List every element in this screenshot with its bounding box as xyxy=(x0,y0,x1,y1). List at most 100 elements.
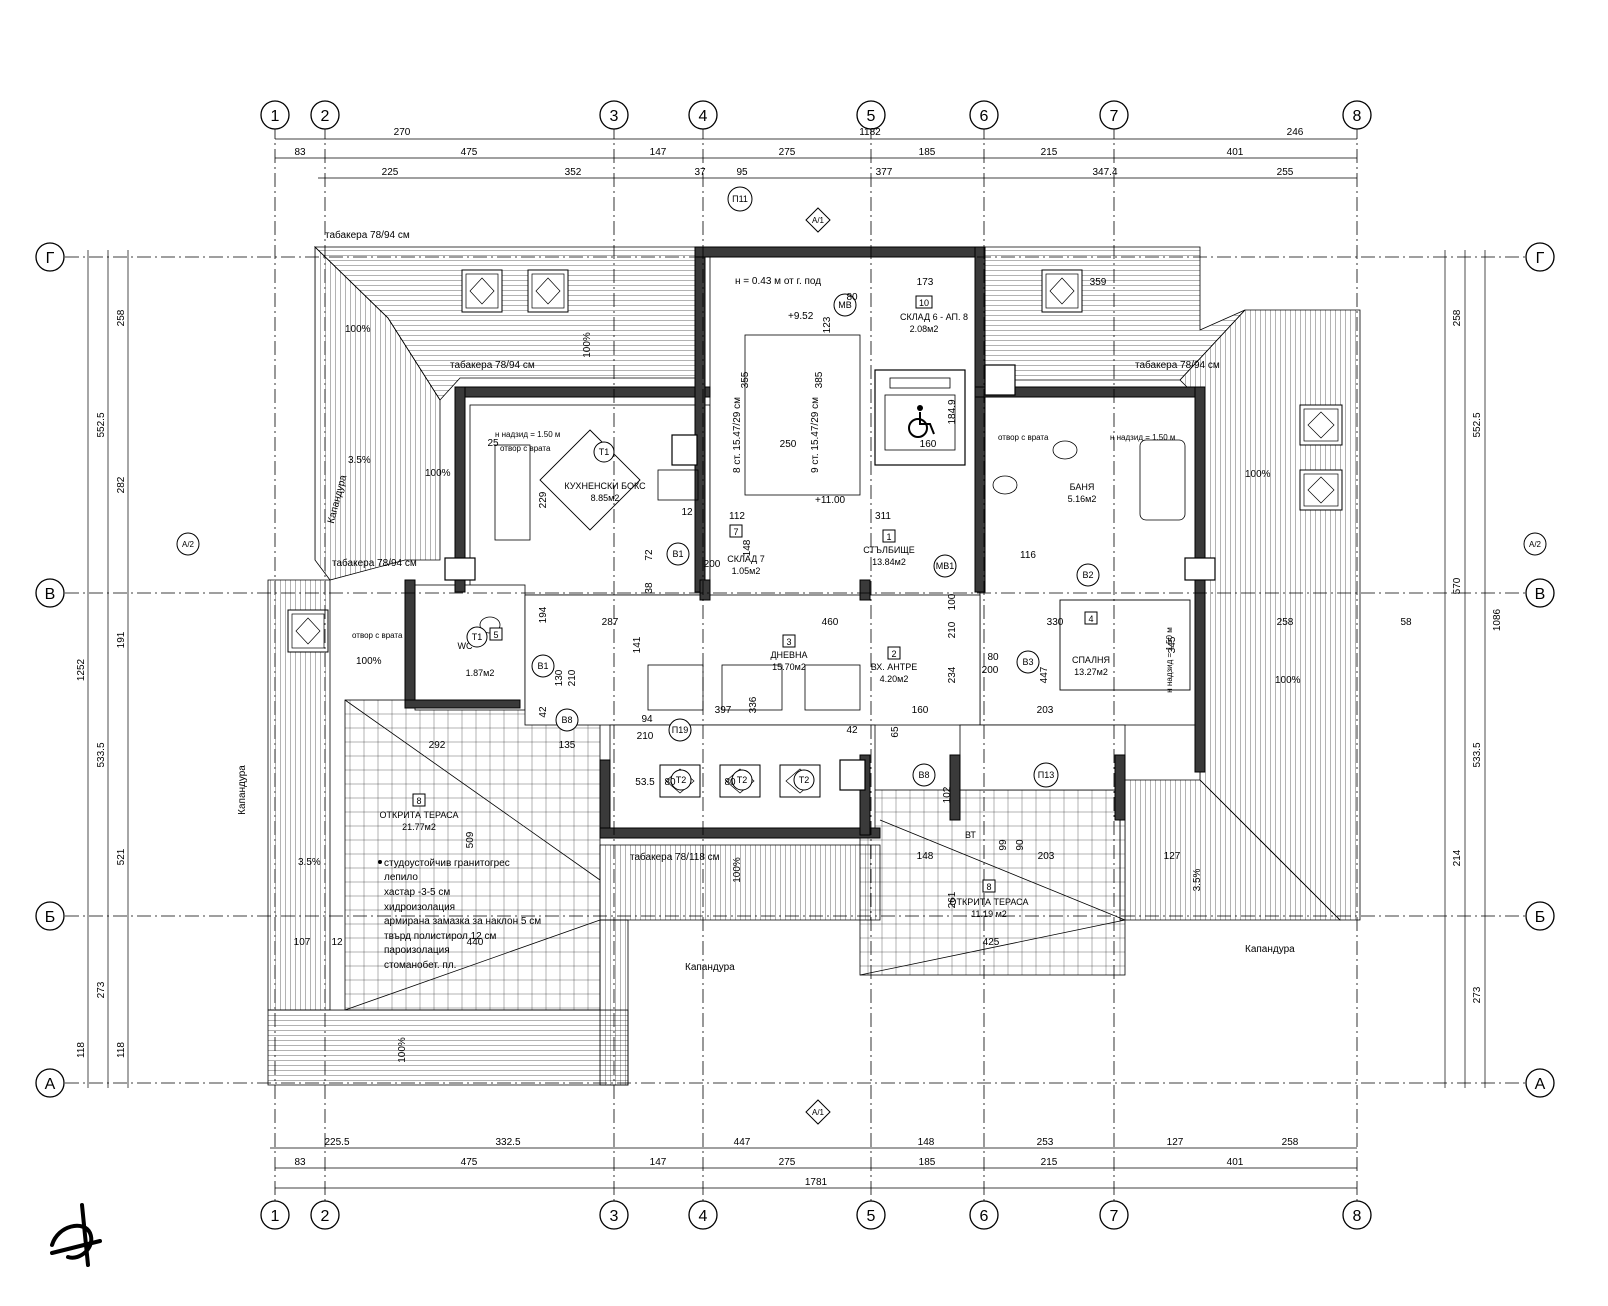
svg-text:3.5%: 3.5% xyxy=(348,455,371,466)
section-mark-left: A/2 xyxy=(176,532,200,556)
svg-text:185: 185 xyxy=(919,1157,936,1168)
svg-text:8.85м2: 8.85м2 xyxy=(591,493,620,503)
svg-text:1.05м2: 1.05м2 xyxy=(732,566,761,576)
tag: В8 xyxy=(555,708,579,732)
svg-text:72: 72 xyxy=(644,549,655,561)
svg-text:311: 311 xyxy=(875,511,891,522)
svg-text:275: 275 xyxy=(779,147,796,158)
svg-text:Т2: Т2 xyxy=(737,775,748,785)
svg-text:107: 107 xyxy=(294,937,311,948)
tag: В1 xyxy=(666,542,690,566)
svg-text:3: 3 xyxy=(610,108,619,125)
tag: В2 xyxy=(1076,563,1100,587)
svg-text:118: 118 xyxy=(76,1042,87,1058)
svg-text:215: 215 xyxy=(1041,147,1058,158)
axis-bubble-3-bottom: 3 xyxy=(599,1200,629,1230)
axis-bubble-A-right: А xyxy=(1525,1068,1555,1098)
svg-text:475: 475 xyxy=(461,1157,478,1168)
svg-text:3: 3 xyxy=(610,1208,619,1225)
svg-text:1: 1 xyxy=(271,1208,280,1225)
svg-text:141: 141 xyxy=(632,636,643,653)
svg-text:табакера 78/118 см: табакера 78/118 см xyxy=(630,851,720,863)
svg-text:83: 83 xyxy=(294,147,306,158)
svg-text:В8: В8 xyxy=(918,770,929,780)
svg-text:194: 194 xyxy=(538,606,549,623)
svg-text:12: 12 xyxy=(331,937,343,948)
axis-bubble-5-top: 5 xyxy=(856,100,886,130)
dims-bottom: 225.5 332.5 447 148 253 127 258 83 475 1… xyxy=(294,1137,1298,1188)
svg-text:A/2: A/2 xyxy=(182,540,195,549)
svg-text:447: 447 xyxy=(1039,666,1050,683)
svg-text:460: 460 xyxy=(822,617,839,628)
svg-text:253: 253 xyxy=(1037,1137,1054,1148)
svg-text:475: 475 xyxy=(461,147,478,158)
svg-text:275: 275 xyxy=(779,1157,796,1168)
svg-text:147: 147 xyxy=(650,147,667,158)
svg-text:440: 440 xyxy=(467,937,484,948)
svg-text:552.5: 552.5 xyxy=(96,412,107,437)
dims-top: 270 1182 246 83 475 147 37 275 185 215 4… xyxy=(294,127,1303,178)
svg-text:90: 90 xyxy=(1015,839,1026,851)
svg-text:246: 246 xyxy=(1287,127,1304,138)
svg-text:10: 10 xyxy=(919,298,929,308)
axis-bubbles: 1 2 3 4 5 6 7 8 1 2 3 4 5 6 7 8 Г В Б А … xyxy=(35,100,1555,1230)
svg-text:5: 5 xyxy=(867,108,876,125)
section-mark-bottom: A/1 xyxy=(805,1099,831,1125)
svg-text:112: 112 xyxy=(729,511,745,522)
svg-text:Г: Г xyxy=(1536,250,1545,267)
svg-text:2.08м2: 2.08м2 xyxy=(910,324,939,334)
svg-text:1: 1 xyxy=(271,108,280,125)
svg-text:100%: 100% xyxy=(1245,469,1271,480)
skylights xyxy=(287,269,1343,798)
svg-text:135: 135 xyxy=(559,740,576,751)
dims-left: 1252 552.5 533.5 118 258 282 191 521 273… xyxy=(76,309,127,1058)
svg-text:В1: В1 xyxy=(537,661,548,671)
furniture xyxy=(479,429,1191,711)
tag: В1 xyxy=(531,654,555,678)
svg-text:37: 37 xyxy=(694,167,706,178)
svg-text:A/1: A/1 xyxy=(812,1108,825,1117)
svg-text:100%: 100% xyxy=(582,332,593,358)
svg-text:хидроизолация: хидроизолация xyxy=(384,902,455,913)
svg-text:355: 355 xyxy=(740,371,751,388)
svg-text:5: 5 xyxy=(493,630,498,640)
svg-text:261: 261 xyxy=(947,891,958,908)
svg-text:100%: 100% xyxy=(397,1037,408,1063)
svg-text:250: 250 xyxy=(780,439,797,450)
svg-text:116: 116 xyxy=(1020,550,1036,561)
tag: П13 xyxy=(1033,762,1059,788)
svg-text:4.20м2: 4.20м2 xyxy=(880,674,909,684)
svg-text:203: 203 xyxy=(1038,851,1055,862)
axis-bubble-1-bottom: 1 xyxy=(260,1200,290,1230)
tag: Т2 xyxy=(793,769,815,791)
svg-text:65: 65 xyxy=(890,726,901,738)
svg-text:425: 425 xyxy=(983,937,1000,948)
svg-text:102: 102 xyxy=(942,786,953,803)
axis-bubble-6-bottom: 6 xyxy=(969,1200,999,1230)
svg-text:В3: В3 xyxy=(1022,657,1033,667)
svg-text:184.9: 184.9 xyxy=(947,399,958,424)
svg-text:Т1: Т1 xyxy=(599,447,610,457)
svg-text:352: 352 xyxy=(565,167,582,178)
axis-bubble-5-bottom: 5 xyxy=(856,1200,886,1230)
terrace-drainage-lines xyxy=(344,699,1126,1011)
svg-text:200: 200 xyxy=(704,559,721,570)
svg-text:148: 148 xyxy=(742,539,753,556)
svg-text:1.87м2: 1.87м2 xyxy=(466,668,495,678)
svg-text:533.5: 533.5 xyxy=(1472,742,1483,767)
svg-text:200: 200 xyxy=(982,665,999,676)
svg-text:292: 292 xyxy=(429,740,446,751)
svg-text:255: 255 xyxy=(1277,167,1294,178)
svg-text:210: 210 xyxy=(637,731,654,742)
svg-text:А: А xyxy=(1535,1076,1546,1093)
svg-text:В: В xyxy=(1535,586,1546,603)
axis-bubble-4-top: 4 xyxy=(688,100,718,130)
svg-text:3.5%: 3.5% xyxy=(1192,868,1203,891)
svg-text:БАНЯ: БАНЯ xyxy=(1070,482,1095,492)
svg-text:42: 42 xyxy=(538,706,549,718)
interior xyxy=(414,254,1196,836)
svg-text:385: 385 xyxy=(814,371,825,388)
svg-text:53.5: 53.5 xyxy=(635,777,655,788)
svg-text:П11: П11 xyxy=(732,194,748,204)
